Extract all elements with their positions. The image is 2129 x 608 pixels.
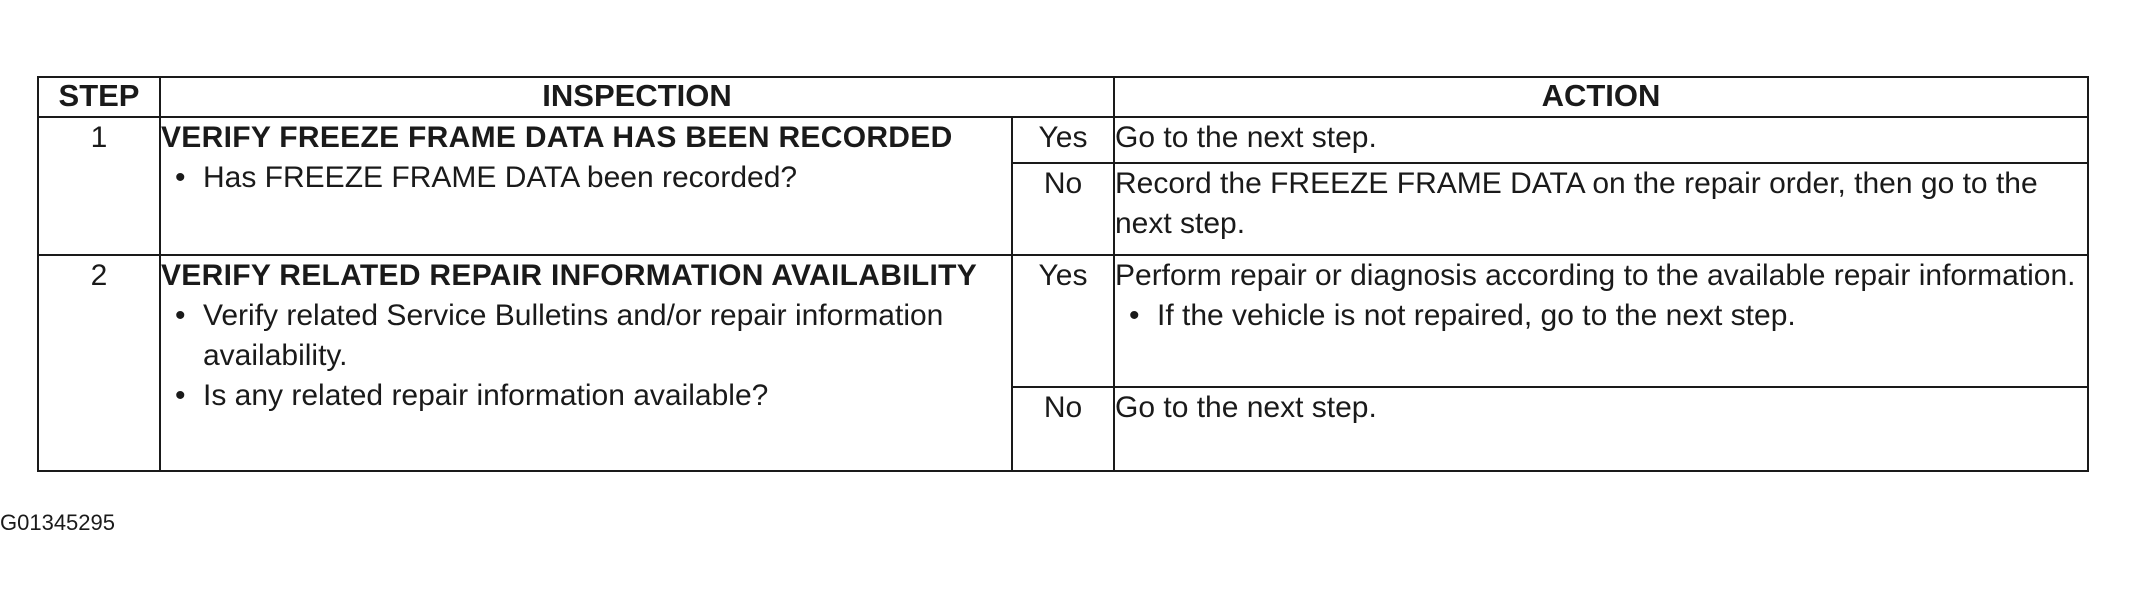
no-action: Record the FREEZE FRAME DATA on the repa…: [1113, 162, 2089, 256]
inspection-bullets: Has FREEZE FRAME DATA been recorded?: [161, 158, 1011, 198]
yes-action-cell: Perform repair or diagnosis according to…: [1113, 254, 2089, 388]
header-action: ACTION: [1113, 76, 2089, 118]
yes-label: Yes: [1011, 254, 1115, 388]
table-row: 2 VERIFY RELATED REPAIR INFORMATION AVAI…: [37, 254, 2089, 472]
step-number: 2: [37, 254, 161, 472]
inspection-cell: VERIFY FREEZE FRAME DATA HAS BEEN RECORD…: [159, 116, 1013, 256]
list-item: Verify related Service Bulletins and/or …: [161, 296, 1011, 376]
yes-label: Yes: [1011, 116, 1115, 164]
header-inspection: INSPECTION: [159, 76, 1115, 118]
figure-id: G01345295: [0, 510, 115, 535]
list-item: If the vehicle is not repaired, go to th…: [1115, 296, 2087, 336]
inspection-cell: VERIFY RELATED REPAIR INFORMATION AVAILA…: [159, 254, 1013, 472]
header-step: STEP: [37, 76, 161, 118]
action-bullets: If the vehicle is not repaired, go to th…: [1115, 296, 2087, 336]
table-row: No Record the FREEZE FRAME DATA on the r…: [38, 162, 2089, 256]
table-row: No Go to the next step.: [38, 386, 2089, 472]
list-item: Has FREEZE FRAME DATA been recorded?: [161, 158, 1011, 198]
yes-action: Go to the next step.: [1113, 116, 2089, 164]
header-row: STEP INSPECTION ACTION: [37, 76, 2089, 118]
step-number: 1: [37, 116, 161, 256]
yes-action: Perform repair or diagnosis according to…: [1115, 259, 2076, 292]
inspection-title: VERIFY RELATED REPAIR INFORMATION AVAILA…: [161, 259, 978, 292]
no-label: No: [1011, 386, 1115, 472]
list-item: Is any related repair information availa…: [161, 376, 1011, 416]
diagnostic-table: STEP INSPECTION ACTION 1 VERIFY FREEZE F…: [37, 76, 2089, 472]
inspection-bullets: Verify related Service Bulletins and/or …: [161, 296, 1011, 416]
no-label: No: [1011, 162, 1115, 256]
inspection-title: VERIFY FREEZE FRAME DATA HAS BEEN RECORD…: [161, 121, 953, 154]
table-row: 1 VERIFY FREEZE FRAME DATA HAS BEEN RECO…: [37, 116, 2089, 256]
no-action: Go to the next step.: [1113, 386, 2089, 472]
